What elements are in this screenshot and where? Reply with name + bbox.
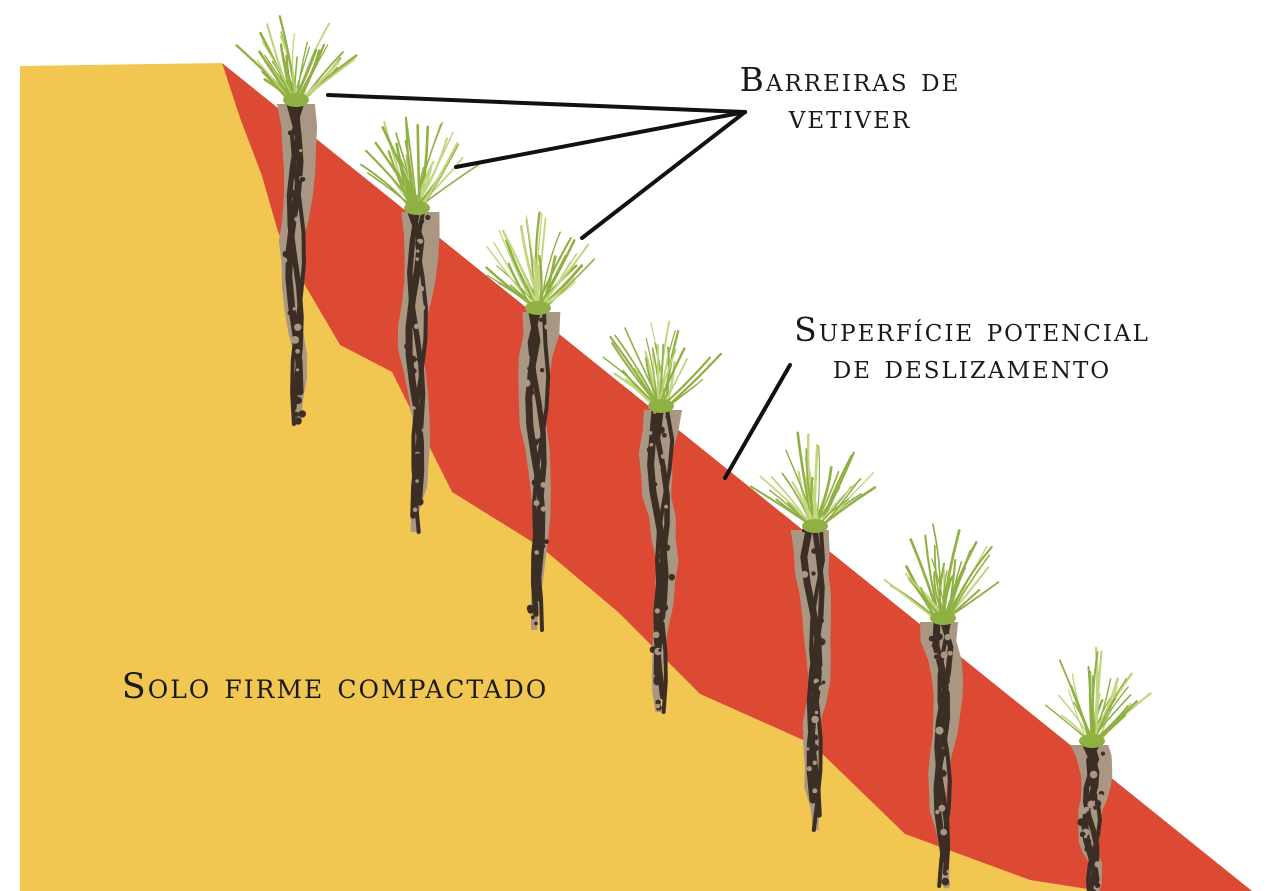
vetiver-barrier-label-line-1: Barreiras de [739, 60, 961, 99]
vetiver-grass-clump-icon [360, 116, 483, 215]
slip-surface-label-line-1: Superfície potencial [794, 310, 1150, 349]
leader-lines [326, 93, 792, 480]
vetiver-root-icon [920, 618, 964, 889]
slip-surface-label-line-2: de deslizamento [832, 346, 1112, 386]
vetiver-root-icon [518, 308, 561, 632]
vetiver-plant [883, 523, 1000, 889]
vetiver-root-icon [397, 208, 440, 534]
vetiver-plant [602, 320, 723, 714]
leader-line-barrier-1 [326, 93, 747, 114]
vetiver-plant [485, 211, 596, 632]
vetiver-barriers [235, 15, 1152, 891]
vetiver-root-icon [790, 526, 831, 832]
vetiver-grass-clump-icon [485, 211, 596, 315]
leader-line-barrier-2 [454, 110, 747, 169]
leader-line-slip-surface [723, 363, 792, 480]
vetiver-plant [749, 431, 877, 832]
vetiver-plant [360, 116, 483, 534]
slip-surface-label: Superfície potencial de deslizamento [762, 310, 1182, 386]
vetiver-grass-clump-icon [602, 320, 723, 413]
vetiver-barrier-label: Barreiras de vetiver [700, 60, 1000, 136]
vetiver-grass-clump-icon [749, 431, 877, 533]
vetiver-barrier-label-line-2: vetiver [788, 96, 912, 136]
leader-line-barrier-3 [580, 110, 747, 240]
vetiver-root-icon [1070, 741, 1113, 891]
vetiver-root-icon [638, 406, 682, 714]
unstable-soil-layer [222, 63, 1252, 891]
vetiver-root-icon [277, 100, 318, 426]
vetiver-grass-clump-icon [1045, 646, 1152, 748]
vetiver-plant [1045, 646, 1152, 891]
vetiver-grass-clump-icon [883, 523, 1000, 625]
firm-soil-layer [0, 63, 1100, 891]
vetiver-grass-clump-icon [235, 15, 358, 107]
vetiver-plant [235, 15, 358, 426]
firm-soil-label: Solo firme compactado [121, 667, 549, 707]
